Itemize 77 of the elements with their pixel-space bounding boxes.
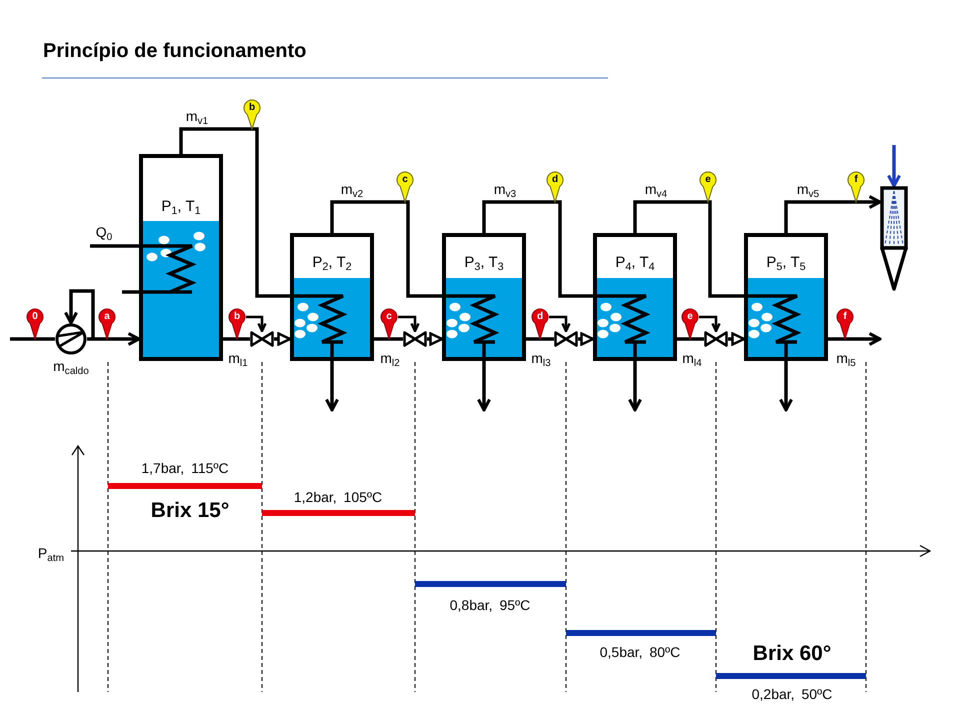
pipe-line: [122, 290, 139, 294]
pressure-temperature-label: 0,5bar, 80ºC: [600, 644, 680, 660]
flow-arrow: [427, 332, 444, 346]
pump-symbol: [55, 323, 87, 355]
brix-label: Brix 60°: [752, 642, 832, 666]
pipe-line: [223, 337, 250, 341]
state-point-marker: 0: [26, 308, 44, 339]
flow-arrow: [578, 332, 594, 346]
flow-arrow: [728, 332, 746, 346]
pipe-line: [90, 244, 139, 248]
flow-arrow: [784, 195, 882, 233]
valve-symbol: [250, 331, 274, 347]
tank-label: P$_{4}$, T$_{4}$: [614, 254, 656, 272]
state-point-marker: e: [699, 171, 717, 202]
flow-arrow: [828, 332, 882, 346]
valve-symbol: [554, 331, 578, 347]
control-arrow: [398, 316, 420, 332]
state-point-marker: c: [396, 171, 414, 202]
flow-label: m$_{v4}$: [644, 180, 668, 198]
state-point-marker: d: [531, 308, 549, 339]
flow-label: m$_{l2}$: [380, 350, 400, 366]
flow-label: m$_{l3}$: [531, 350, 551, 366]
flow-arrow: [325, 361, 339, 412]
valve-symbol: [704, 331, 728, 347]
state-point-marker: c: [380, 308, 398, 339]
pressure-temperature-label: 1,2bar, 105ºC: [294, 488, 382, 506]
flow-arrow: [64, 289, 95, 339]
tank-label: P$_{5}$, T$_{5}$: [765, 254, 807, 272]
pressure-temperature-label: 0,8bar, 95ºC: [450, 596, 530, 614]
state-point-marker: b: [243, 99, 261, 129]
flow-arrow: [477, 361, 491, 412]
pipe-line: [677, 337, 704, 341]
flow-arrow: [779, 361, 793, 412]
flow-arrow: [274, 332, 292, 346]
control-arrow: [549, 316, 571, 332]
flow-label: m$_{v3}$: [494, 180, 516, 198]
pipe-line: [374, 337, 403, 341]
flow-arrow: [887, 145, 901, 188]
flow-label: m$_{l5}$: [836, 350, 856, 366]
evaporator-tank: [593, 233, 677, 361]
flow-label: m$_{caldo}$: [53, 358, 89, 374]
pipe-line: [633, 200, 744, 298]
state-point-marker: f: [847, 171, 865, 202]
evaporator-tank: [139, 154, 223, 361]
brix-label: Brix 15°: [150, 498, 230, 524]
flow-label: m$_{v5}$: [796, 180, 820, 198]
control-arrow: [246, 316, 267, 332]
pipe-line: [482, 200, 593, 298]
axis-label: P$_{atm}$: [38, 544, 64, 562]
state-point-marker: d: [546, 171, 564, 202]
condenser-symbol: [880, 186, 908, 292]
diagram-title: Princípio de funcionamento: [43, 40, 306, 63]
tank-label: P$_{3}$, T$_{3}$: [463, 254, 505, 272]
tank-label: P$_{1}$, T$_{1}$: [160, 198, 202, 216]
state-point-marker: e: [681, 308, 699, 339]
evaporator-tank: [744, 233, 828, 361]
flow-label: m$_{l4}$: [682, 350, 702, 366]
flow-label: m$_{v2}$: [340, 180, 364, 198]
pipe-line: [526, 337, 554, 341]
evaporator-tank: [442, 233, 526, 361]
flow-label: m$_{l1}$: [228, 350, 248, 366]
flow-arrow: [628, 361, 642, 412]
state-point-marker: a: [98, 308, 116, 339]
flow-label: m$_{v1}$: [186, 108, 208, 124]
valve-symbol: [403, 331, 427, 347]
flow-arrow: [87, 332, 140, 346]
pipe-line: [179, 127, 290, 298]
pressure-temperature-label: 0,2bar, 50ºC: [752, 686, 832, 702]
flow-label: Q$_{0}$: [96, 224, 112, 240]
evaporator-tank: [290, 233, 374, 361]
pipe-line: [330, 200, 442, 298]
state-point-marker: b: [228, 308, 246, 339]
control-arrow: [699, 316, 721, 332]
pressure-temperature-label: 1,7bar, 115ºC: [141, 460, 229, 476]
state-point-marker: f: [836, 308, 854, 339]
pipe-line: [10, 337, 55, 341]
tank-label: P$_{2}$, T$_{2}$: [311, 254, 353, 272]
